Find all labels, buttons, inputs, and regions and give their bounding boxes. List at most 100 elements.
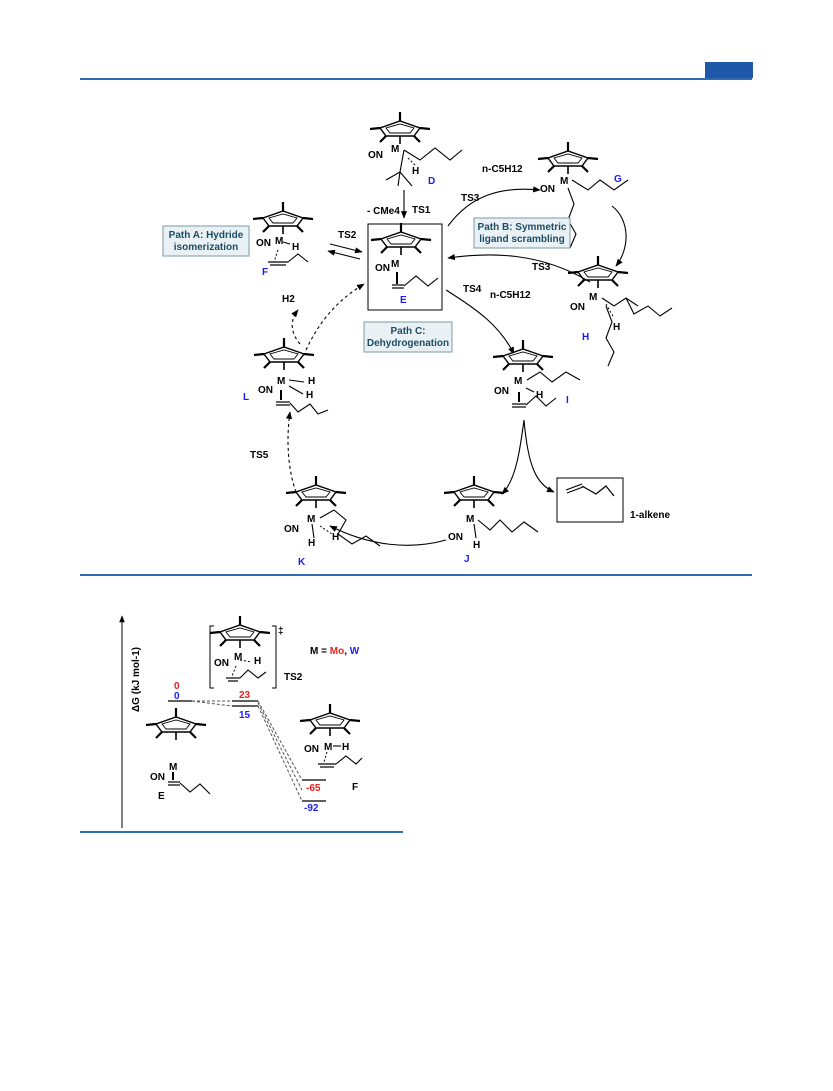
svg-text:ON: ON (304, 744, 319, 755)
label-d: D (428, 176, 435, 187)
svg-text:M: M (589, 292, 597, 303)
svg-text:M: M (169, 762, 177, 773)
label-ts1: TS1 (412, 205, 431, 216)
svg-text:ON: ON (368, 150, 383, 161)
svg-text:H: H (332, 532, 339, 543)
arrow-j-k (329, 525, 447, 546)
path-a-box: Path A: Hydride isomerization (162, 225, 250, 257)
svg-text:ON: ON (214, 658, 229, 669)
svg-text:Dehydrogenation: Dehydrogenation (367, 338, 449, 349)
species-e-label: E (158, 791, 165, 802)
ts2-label: TS2 (284, 672, 303, 683)
energy-axis-label: ΔG (kJ mol-1) (131, 647, 142, 712)
svg-text:H: H (306, 390, 313, 401)
arrow-l-h2 (291, 309, 301, 345)
arrow-ts2 (327, 243, 363, 260)
arrow-i-alkene (523, 419, 555, 493)
svg-text:H: H (613, 322, 620, 333)
reagent-pentane-top: n-C5H12 (482, 164, 523, 175)
arrow-ts3-right (447, 253, 591, 283)
svg-text:H: H (473, 540, 480, 551)
svg-text:Path A: Hydride: Path A: Hydride (169, 230, 244, 241)
energy-connectors (191, 700, 303, 802)
svg-text:H: H (308, 538, 315, 549)
svg-text:M: M (307, 514, 315, 525)
compound-l: M ON H H L (243, 336, 329, 415)
svg-text:ON: ON (570, 302, 585, 313)
energy-diagram: ΔG (kJ mol-1) E M ON H ‡ TS2 M = Mo, W (119, 614, 363, 828)
svg-text:M: M (324, 742, 332, 753)
compound-i: M ON H I (491, 338, 581, 408)
compound-d: M ON H D (368, 110, 463, 187)
energy-ts2-w: 15 (239, 710, 251, 721)
arrow-i-j (501, 419, 525, 495)
svg-text:H: H (412, 166, 419, 177)
svg-text:ON: ON (448, 532, 463, 543)
svg-text:H: H (342, 742, 349, 753)
compound-e: M ON E (367, 221, 443, 311)
svg-text:H: H (292, 242, 299, 253)
footer-rule (80, 831, 403, 833)
energy-e-structure: M ON E (144, 706, 211, 802)
compound-f: M ON H F (251, 200, 315, 278)
svg-text:H: H (254, 656, 261, 667)
arrow-l-e (305, 283, 365, 351)
label-g: G (614, 174, 622, 185)
svg-text:isomerization: isomerization (174, 242, 238, 253)
label-ts2: TS2 (338, 230, 357, 241)
label-ts3-right: TS3 (532, 262, 551, 273)
arrow-ts3-top (447, 186, 541, 227)
svg-text:ON: ON (258, 385, 273, 396)
svg-text:M: M (234, 652, 242, 663)
alkene-box (556, 477, 624, 523)
energy-e-w: 0 (174, 691, 180, 702)
product-label: 1-alkene (630, 510, 670, 521)
path-c-box: Path C: Dehydrogenation (363, 321, 453, 353)
label-e: E (400, 295, 407, 306)
label-j: J (464, 554, 470, 565)
svg-text:Path B: Symmetric: Path B: Symmetric (478, 222, 567, 233)
svg-text:ON: ON (284, 524, 299, 535)
svg-text:M: M (277, 376, 285, 387)
double-dagger: ‡ (278, 626, 284, 637)
svg-text:ON: ON (256, 238, 271, 249)
arrow-ts4 (445, 289, 515, 355)
label-ts4: TS4 (463, 284, 482, 295)
arrow-ts5 (285, 411, 297, 493)
reagent-cme4: - CMe4 (367, 206, 400, 217)
label-ts5: TS5 (250, 450, 269, 461)
svg-text:ON: ON (494, 386, 509, 397)
path-b-box: Path B: Symmetric ligand scrambling (473, 217, 571, 249)
label-k: K (298, 557, 306, 568)
svg-text:ON: ON (375, 263, 390, 274)
svg-text:ON: ON (540, 184, 555, 195)
energy-f-mo: -65 (306, 783, 321, 794)
header-tab (705, 62, 753, 78)
svg-text:M: M (560, 176, 568, 187)
svg-text:H: H (308, 376, 315, 387)
label-i: I (566, 395, 569, 406)
svg-text:Path C:: Path C: (391, 326, 426, 337)
arrow-g-h (611, 205, 627, 267)
legend: M = Mo, W (310, 646, 360, 657)
label-ts3-top: TS3 (461, 193, 480, 204)
svg-text:M: M (391, 144, 399, 155)
compound-h: M ON H H (566, 254, 673, 367)
svg-text:M: M (514, 376, 522, 387)
label-h: H (582, 332, 589, 343)
header-rule (80, 78, 752, 80)
energy-f-structure: M ON H F (298, 702, 363, 793)
compound-j: M ON H J (442, 474, 539, 565)
svg-text:M: M (275, 236, 283, 247)
label-l: L (243, 392, 249, 403)
ts2-structure: E M ON H (208, 614, 277, 689)
svg-text:ON: ON (150, 772, 165, 783)
reagent-pentane-mid: n-C5H12 (490, 290, 531, 301)
energy-ts2-mo: 23 (239, 690, 251, 701)
svg-text:M: M (391, 259, 399, 270)
svg-text:M: M (466, 514, 474, 525)
svg-text:H: H (536, 390, 543, 401)
compound-k: M ON H H K (284, 474, 381, 568)
